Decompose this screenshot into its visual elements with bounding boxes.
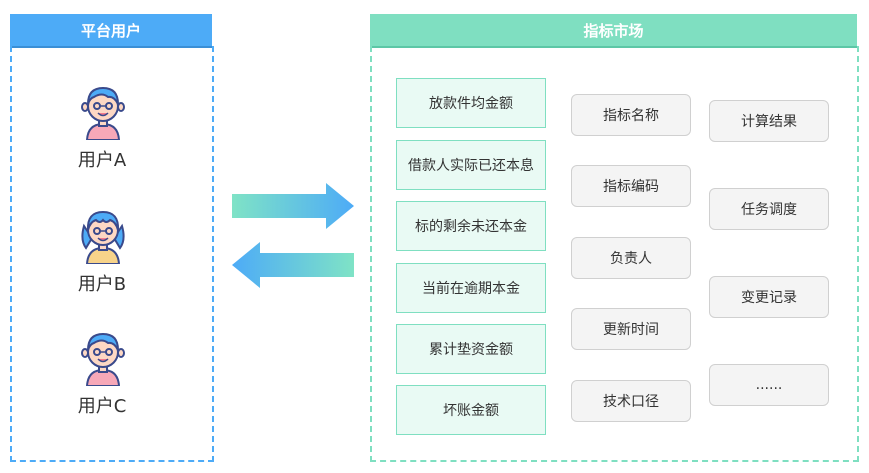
metric-item[interactable]: 坏账金额 [396, 385, 546, 435]
metric-item[interactable]: 当前在逾期本金 [396, 263, 546, 313]
metric-label: 标的剩余未还本金 [415, 219, 527, 235]
attribute-item[interactable]: 更新时间 [571, 308, 691, 350]
metric-label: 坏账金额 [443, 403, 499, 419]
attribute-label: 变更记录 [741, 290, 797, 306]
metric-item[interactable]: 放款件均金额 [396, 78, 546, 128]
metric-label: 借款人实际已还本息 [408, 158, 534, 174]
attribute-item[interactable]: 任务调度 [709, 188, 829, 230]
attribute-label: 任务调度 [741, 202, 797, 218]
boy-avatar-icon [80, 330, 126, 387]
metric-item[interactable]: 标的剩余未还本金 [396, 201, 546, 251]
metric-label: 累计垫资金额 [429, 342, 513, 358]
boy-avatar-icon [80, 84, 126, 141]
attribute-label: 技术口径 [603, 394, 659, 410]
attribute-item[interactable]: 负责人 [571, 237, 691, 279]
arrow-left-icon [232, 242, 354, 288]
platform-users-title: 平台用户 [80, 21, 141, 40]
attribute-label: 负责人 [610, 251, 652, 267]
user-card-c: 用户C [0, 330, 204, 440]
attribute-label: 指标名称 [603, 108, 659, 124]
attribute-label: 更新时间 [603, 322, 659, 338]
user-card-b: 用户B [0, 208, 204, 318]
indicator-market-header: 指标市场 [370, 14, 857, 46]
metric-item[interactable]: 借款人实际已还本息 [396, 140, 546, 190]
attribute-label: ...... [755, 377, 783, 393]
attribute-item[interactable]: 变更记录 [709, 276, 829, 318]
indicator-market-title: 指标市场 [583, 21, 644, 40]
platform-users-panel [10, 46, 214, 462]
metric-label: 当前在逾期本金 [422, 281, 520, 297]
arrow-right-icon [232, 183, 354, 229]
platform-users-header: 平台用户 [10, 14, 212, 46]
attribute-item[interactable]: 指标名称 [571, 94, 691, 136]
user-name: 用户B [77, 274, 127, 295]
attribute-item[interactable]: ...... [709, 364, 829, 406]
metric-item[interactable]: 累计垫资金额 [396, 324, 546, 374]
attribute-label: 指标编码 [603, 179, 659, 195]
attribute-label: 计算结果 [741, 114, 797, 130]
user-card-a: 用户A [0, 84, 204, 194]
attribute-item[interactable]: 技术口径 [571, 380, 691, 422]
girl-avatar-icon [80, 208, 126, 265]
attribute-item[interactable]: 指标编码 [571, 165, 691, 207]
user-name: 用户A [77, 150, 127, 171]
attribute-item[interactable]: 计算结果 [709, 100, 829, 142]
user-name: 用户C [77, 396, 127, 417]
indicator-market-panel [370, 46, 859, 462]
metric-label: 放款件均金额 [429, 96, 513, 112]
